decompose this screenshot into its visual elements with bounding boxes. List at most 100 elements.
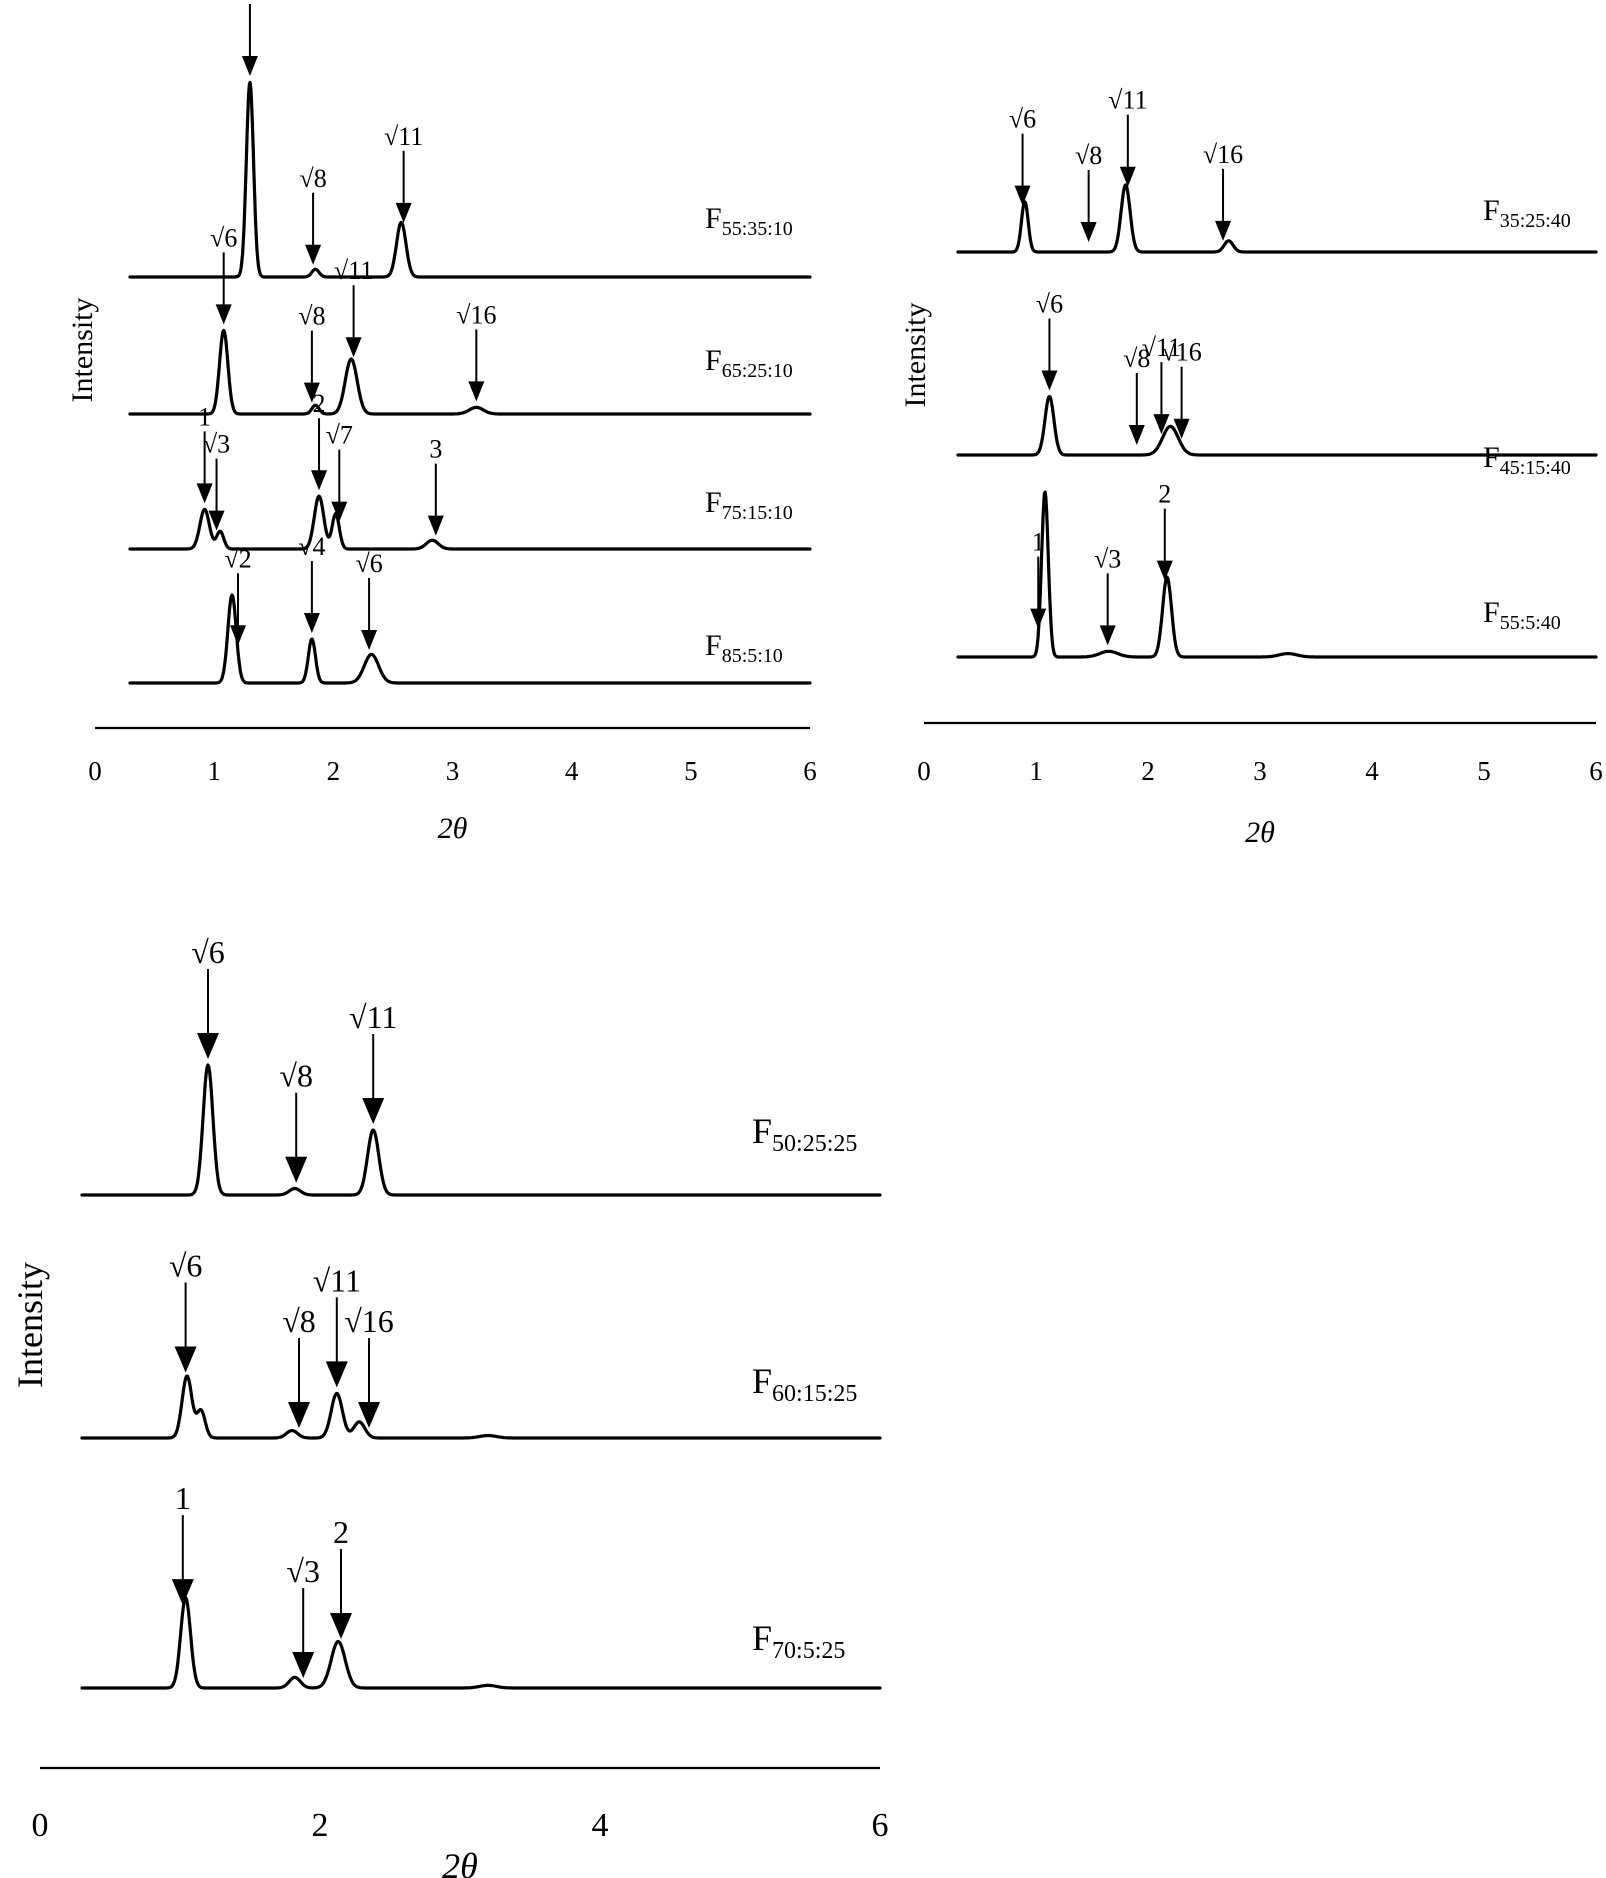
annotation-arrowhead [230, 625, 246, 646]
annotation-arrowhead [1173, 418, 1190, 439]
series-label: F45:15:40 [1483, 441, 1571, 479]
annotation-label: √3 [286, 1553, 320, 1589]
y-axis-label: Intensity [10, 1262, 50, 1388]
x-tick-label: 3 [1253, 756, 1267, 786]
series-F60:15:25: F60:15:25√6√8√11√16 [80, 1247, 882, 1440]
x-axis-label: 2θ [438, 812, 468, 845]
series-label: F55:35:10 [705, 202, 793, 240]
annotation-label: √11 [334, 256, 373, 285]
x-tick-label: 5 [684, 756, 698, 786]
trace-line [80, 1063, 882, 1197]
series-label: F35:25:40 [1483, 194, 1571, 232]
annotation-label: √16 [344, 1303, 394, 1339]
annotation-arrowhead [358, 1402, 380, 1428]
annotation-arrowhead [1119, 166, 1136, 187]
x-tick-label: 0 [32, 1807, 49, 1844]
series-label: F85:5:10 [705, 629, 783, 667]
annotation-label: √8 [1123, 344, 1150, 373]
series-label: F70:5:25 [752, 1618, 845, 1664]
annotation-label: 1 [175, 1480, 191, 1516]
annotation-arrowhead [1014, 185, 1031, 206]
series-label: F55:5:40 [1483, 596, 1561, 634]
series-F50:25:25: F50:25:25√6√8√11 [80, 934, 882, 1197]
annotation-arrowhead [288, 1402, 310, 1428]
series-F70:5:25: F70:5:25 1 √3 2 [80, 1480, 882, 1690]
annotation-label: √8 [298, 302, 325, 331]
annotation-label: √16 [456, 300, 496, 329]
series-label: F65:25:10 [705, 344, 793, 382]
annotation-arrowhead [427, 515, 444, 536]
series-label: F60:15:25 [752, 1361, 857, 1407]
x-tick-label: 4 [592, 1807, 609, 1844]
annotation-arrowhead [330, 1613, 352, 1640]
x-axis-label: 2θ [442, 1846, 478, 1878]
annotation-arrowhead [362, 1098, 385, 1124]
annotation-label: √11 [1108, 86, 1147, 115]
annotation-arrowhead [345, 337, 362, 358]
annotation-arrowhead [303, 613, 320, 633]
annotation-arrowhead [1153, 414, 1170, 435]
annotation-label: √6 [355, 549, 382, 578]
x-tick-label: 6 [1589, 756, 1603, 786]
annotation-arrowhead [208, 510, 225, 531]
annotation-label: 1 [1032, 528, 1045, 557]
annotation-arrowhead [361, 629, 378, 650]
trace-line [128, 80, 812, 279]
series-F35:25:40: F35:25:40√6√8√11√16 [956, 86, 1598, 254]
annotation-label: √11 [313, 1262, 361, 1298]
x-tick-label: 5 [1477, 756, 1491, 786]
series-label: F75:15:10 [705, 486, 793, 524]
annotation-label: 2 [313, 389, 326, 418]
annotation-arrowhead [1080, 222, 1097, 242]
annotation-label: √6 [191, 934, 225, 970]
annotation-arrowhead [292, 1652, 315, 1678]
trace-line [128, 593, 812, 685]
annotation-label: √6 [236, 0, 263, 4]
annotation-arrowhead [197, 1033, 219, 1059]
y-axis-label: Intensity [66, 298, 99, 403]
annotation-label: √11 [1142, 333, 1181, 362]
x-tick-label: 3 [446, 756, 460, 786]
x-tick-label: 4 [1365, 756, 1379, 786]
x-tick-label: 2 [312, 1807, 329, 1844]
annotation-arrowhead [1156, 560, 1173, 581]
x-tick-label: 2 [1141, 756, 1155, 786]
annotation-arrowhead [1099, 625, 1116, 646]
annotation-arrowhead [215, 304, 232, 325]
annotation-label: 2 [333, 1514, 349, 1550]
annotation-label: √8 [299, 164, 326, 193]
annotation-label: √6 [169, 1247, 203, 1283]
annotation-label: √6 [210, 223, 237, 252]
x-tick-label: 1 [1029, 756, 1043, 786]
annotation-arrowhead [331, 501, 348, 522]
annotation-label: √16 [1161, 338, 1201, 367]
series-F55:35:10: F55:35:10 √6 √8 √11 [128, 0, 812, 279]
annotation-label: √16 [1203, 140, 1243, 169]
annotation-arrowhead [325, 1361, 348, 1388]
annotation-arrowhead [171, 1579, 194, 1606]
annotation-arrowhead [285, 1156, 308, 1183]
annotation-label: √8 [279, 1058, 313, 1094]
annotation-label: √4 [298, 532, 325, 561]
annotation-arrowhead [305, 244, 322, 265]
annotation-label: √11 [384, 122, 423, 151]
annotation-arrowhead [311, 470, 328, 491]
annotation-arrowhead [1215, 220, 1232, 241]
x-tick-label: 4 [565, 756, 579, 786]
annotation-arrowhead [174, 1346, 197, 1373]
chart-panel-top-left: 01234562θIntensityF55:35:10√6√8√11F65:25… [66, 0, 817, 845]
annotation-label: √6 [1009, 105, 1036, 134]
trace-line [956, 183, 1598, 254]
x-axis-label: 2θ [1245, 816, 1275, 849]
annotation-arrowhead [1041, 370, 1058, 391]
annotation-label: √2 [224, 544, 251, 573]
annotation-label: √6 [1036, 290, 1063, 319]
annotation-label: √11 [349, 999, 397, 1035]
trace-line [128, 328, 812, 416]
annotation-label: 1 [198, 402, 211, 431]
x-tick-label: 0 [88, 756, 102, 786]
x-tick-label: 2 [327, 756, 341, 786]
series-F75:15:10: F75:15:101√32√73 [128, 389, 812, 551]
